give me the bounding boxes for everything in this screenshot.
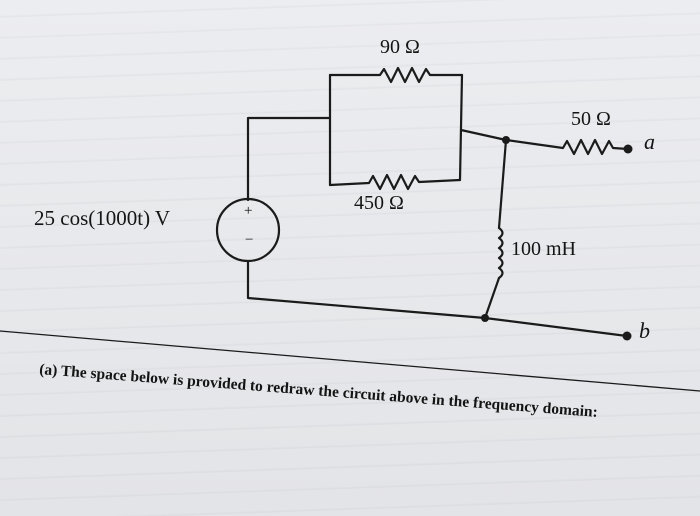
terminal-b-dot (622, 331, 632, 341)
wire-left-upper (246, 116, 332, 202)
section-divider (0, 330, 700, 392)
node-dot-upper (502, 136, 510, 144)
terminal-a-label: a (644, 129, 655, 154)
node-dot-lower (481, 314, 489, 322)
terminal-a-dot (623, 144, 633, 154)
terminal-b-label: b (639, 318, 650, 343)
inductor-coil (497, 226, 504, 280)
wire-branch-450 (328, 173, 462, 191)
source-plus-sign: + (244, 203, 253, 219)
wire-branch-90 (328, 66, 464, 84)
wire-r50 (504, 138, 630, 156)
wire-inductor-bottom (483, 276, 501, 320)
inductor-label: 100 mH (511, 238, 576, 260)
resistor-450-label: 450 Ω (354, 192, 404, 214)
source-label: 25 cos(1000t) V (34, 206, 171, 230)
source-minus-sign: − (245, 232, 254, 248)
wire-parallel-right (458, 73, 464, 182)
resistor-50-label: 50 Ω (571, 108, 611, 130)
resistor-90-label: 90 Ω (380, 36, 420, 58)
wire-inductor-top (497, 138, 508, 230)
voltage-source-symbol (215, 197, 281, 263)
wire-left-lower (246, 260, 487, 320)
wire-mid (459, 128, 508, 142)
wire-bottom-rail (483, 316, 629, 338)
